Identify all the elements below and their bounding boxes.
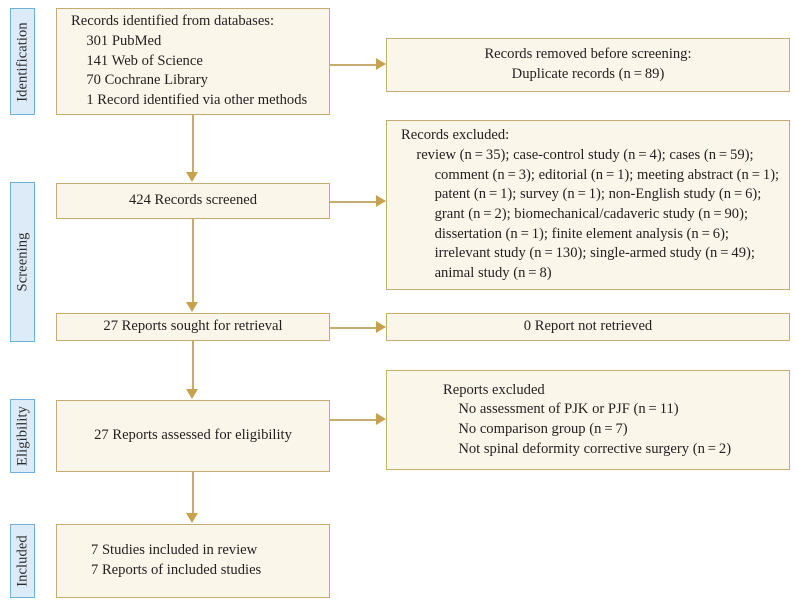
records-screened-line-0: 424 Records screened — [128, 192, 258, 209]
arrowhead-screened-to-sought — [186, 302, 198, 312]
records-identified-line-0: Records identified from databases: — [71, 13, 275, 30]
reports-excluded-line-3: Not spinal deformity corrective surgery … — [458, 440, 732, 457]
reports-excluded-line-1: No assessment of PJK or PJF (n = 11) — [458, 401, 679, 418]
connector-identified-to-removed — [330, 64, 378, 66]
records-removed-line-1: Duplicate records (n = 89) — [511, 66, 665, 82]
arrowhead-identified-to-removed — [376, 58, 386, 70]
studies-included-line-0: 7 Studies included in review — [91, 542, 258, 559]
box-records-removed: Records removed before screening: Duplic… — [386, 38, 790, 92]
reports-sought-line-0: 27 Reports sought for retrieval — [103, 318, 283, 335]
box-records-identified: Records identified from databases: 301 P… — [56, 8, 330, 115]
reports-excluded-line-0: Reports excluded — [443, 381, 545, 398]
stage-label-identification-text: Identification — [14, 21, 30, 102]
connector-screened-to-excluded — [330, 201, 378, 203]
arrowhead-assessed-to-included — [186, 513, 198, 523]
reports-not-retrieved-line-0: 0 Report not retrieved — [523, 318, 653, 335]
records-excluded-line-4: grant (n = 2); biomechanical/cadaveric s… — [434, 206, 749, 222]
box-reports-assessed: 27 Reports assessed for eligibility — [56, 400, 330, 472]
records-excluded-line-2: comment (n = 3); editorial (n = 1); meet… — [434, 166, 780, 183]
records-excluded-line-6: irrelevant study (n = 130); single-armed… — [434, 245, 755, 262]
connector-screened-to-sought — [192, 219, 194, 303]
arrowhead-sought-to-assessed — [186, 389, 198, 399]
records-excluded-line-1: review (n = 35); case-control study (n =… — [416, 146, 754, 163]
stage-label-included: Included — [10, 524, 35, 598]
stage-label-included-text: Included — [14, 535, 30, 587]
box-reports-excluded: Reports excluded No assessment of PJK or… — [386, 370, 790, 470]
records-excluded-line-5: dissertation (n = 1); finite element ana… — [434, 225, 729, 242]
records-identified-line-3: 70 Cochrane Library — [86, 72, 208, 89]
stage-label-eligibility: Eligibility — [10, 399, 35, 473]
arrowhead-screened-to-excluded — [376, 195, 386, 207]
records-identified-line-1: 301 PubMed — [86, 32, 162, 49]
stage-label-eligibility-text: Eligibility — [14, 406, 30, 466]
stage-label-screening-text: Screening — [14, 232, 30, 292]
records-identified-line-4: 1 Record identified via other methods — [86, 92, 308, 109]
records-excluded-line-3: patent (n = 1); survey (n = 1); non-Engl… — [434, 186, 762, 203]
records-excluded-line-7: animal study (n = 8) — [434, 265, 552, 282]
connector-assessed-to-excluded — [330, 419, 378, 421]
connector-assessed-to-included — [192, 472, 194, 514]
arrowhead-identified-to-screened — [186, 172, 198, 182]
arrowhead-sought-to-not-retrieved — [376, 321, 386, 333]
box-reports-not-retrieved: 0 Report not retrieved — [386, 313, 790, 341]
connector-identified-to-screened — [192, 115, 194, 173]
box-records-excluded: Records excluded: review (n = 35); case-… — [386, 120, 790, 290]
arrowhead-assessed-to-excluded — [376, 413, 386, 425]
reports-assessed-line-0: 27 Reports assessed for eligibility — [94, 427, 292, 444]
studies-included-line-1: 7 Reports of included studies — [91, 562, 262, 578]
box-reports-sought: 27 Reports sought for retrieval — [56, 313, 330, 341]
records-removed-line-0: Records removed before screening: — [484, 46, 692, 63]
connector-sought-to-assessed — [192, 341, 194, 390]
reports-excluded-line-2: No comparison group (n = 7) — [458, 421, 628, 437]
records-excluded-line-0: Records excluded: — [401, 127, 510, 144]
records-identified-line-2: 141 Web of Science — [86, 52, 203, 69]
stage-label-screening: Screening — [10, 182, 35, 342]
connector-sought-to-not-retrieved — [330, 327, 378, 329]
box-studies-included: 7 Studies included in review 7 Reports o… — [56, 524, 330, 598]
box-records-screened: 424 Records screened — [56, 183, 330, 219]
stage-label-identification: Identification — [10, 8, 35, 115]
